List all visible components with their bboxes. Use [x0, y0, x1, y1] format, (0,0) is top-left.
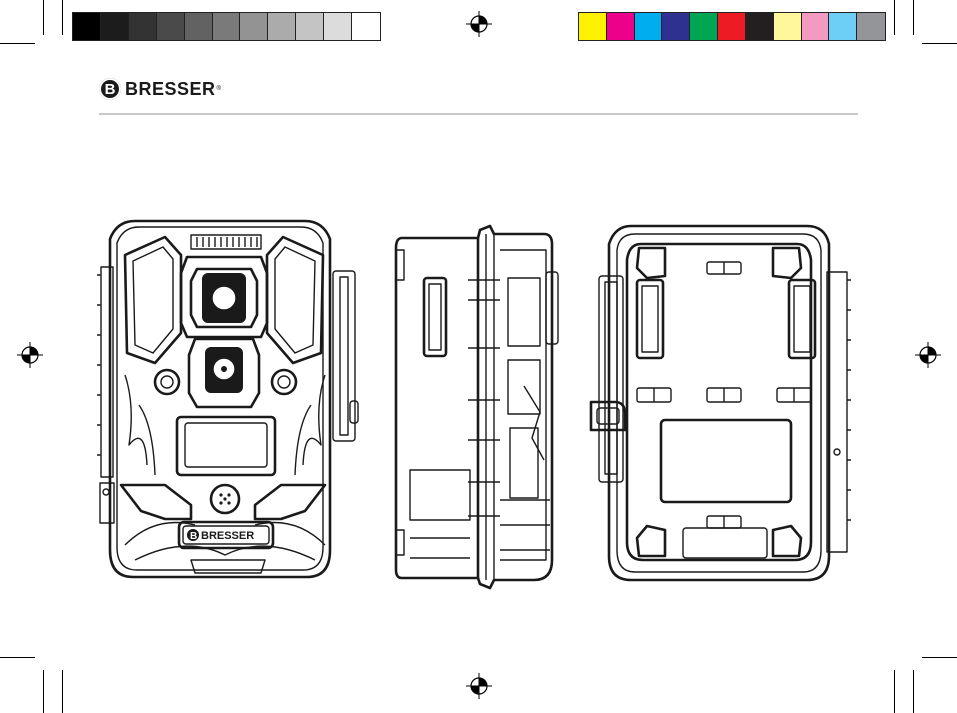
trademark-symbol: ® — [217, 86, 221, 92]
crop-mark-icon — [913, 670, 914, 713]
grayscale-calibration-bar — [72, 12, 381, 41]
crop-mark-icon — [913, 0, 914, 35]
registration-mark-icon — [466, 11, 492, 37]
color-swatch — [101, 13, 129, 40]
color-swatch — [662, 13, 690, 40]
registration-mark-icon — [466, 673, 492, 699]
brand-logo: B BRESSER ® — [99, 78, 221, 100]
svg-text:B: B — [190, 531, 197, 542]
color-swatch — [157, 13, 185, 40]
color-swatch — [240, 13, 268, 40]
color-swatch — [774, 13, 802, 40]
color-swatch — [324, 13, 352, 40]
crop-mark-icon — [62, 0, 63, 35]
front-logo-text: BRESSER — [201, 530, 254, 542]
color-swatch — [829, 13, 857, 40]
color-swatch — [352, 13, 380, 40]
camera-side-view — [390, 220, 560, 590]
color-swatch — [718, 13, 746, 40]
crop-mark-icon — [0, 657, 35, 658]
color-swatch — [213, 13, 241, 40]
color-swatch — [579, 13, 607, 40]
color-swatch — [185, 13, 213, 40]
crop-mark-icon — [894, 0, 895, 35]
color-swatch — [296, 13, 324, 40]
camera-front-view: B BRESSER — [95, 215, 360, 585]
color-swatch — [73, 13, 101, 40]
color-swatch — [690, 13, 718, 40]
crop-mark-icon — [922, 43, 957, 44]
color-swatch — [802, 13, 830, 40]
brand-name: BRESSER — [125, 79, 216, 100]
camera-back-view — [585, 220, 855, 585]
color-calibration-bar — [578, 12, 886, 41]
brand-mark-icon: B — [99, 78, 121, 100]
crop-mark-icon — [43, 670, 44, 713]
color-swatch — [857, 13, 885, 40]
color-swatch — [635, 13, 663, 40]
registration-mark-icon — [17, 342, 43, 368]
color-swatch — [607, 13, 635, 40]
crop-mark-icon — [43, 0, 44, 35]
color-swatch — [129, 13, 157, 40]
crop-mark-icon — [62, 670, 63, 713]
registration-mark-icon — [915, 342, 941, 368]
crop-mark-icon — [922, 657, 957, 658]
color-swatch — [268, 13, 296, 40]
color-swatch — [746, 13, 774, 40]
crop-mark-icon — [894, 670, 895, 713]
header-rule — [99, 113, 858, 115]
crop-mark-icon — [0, 43, 35, 44]
